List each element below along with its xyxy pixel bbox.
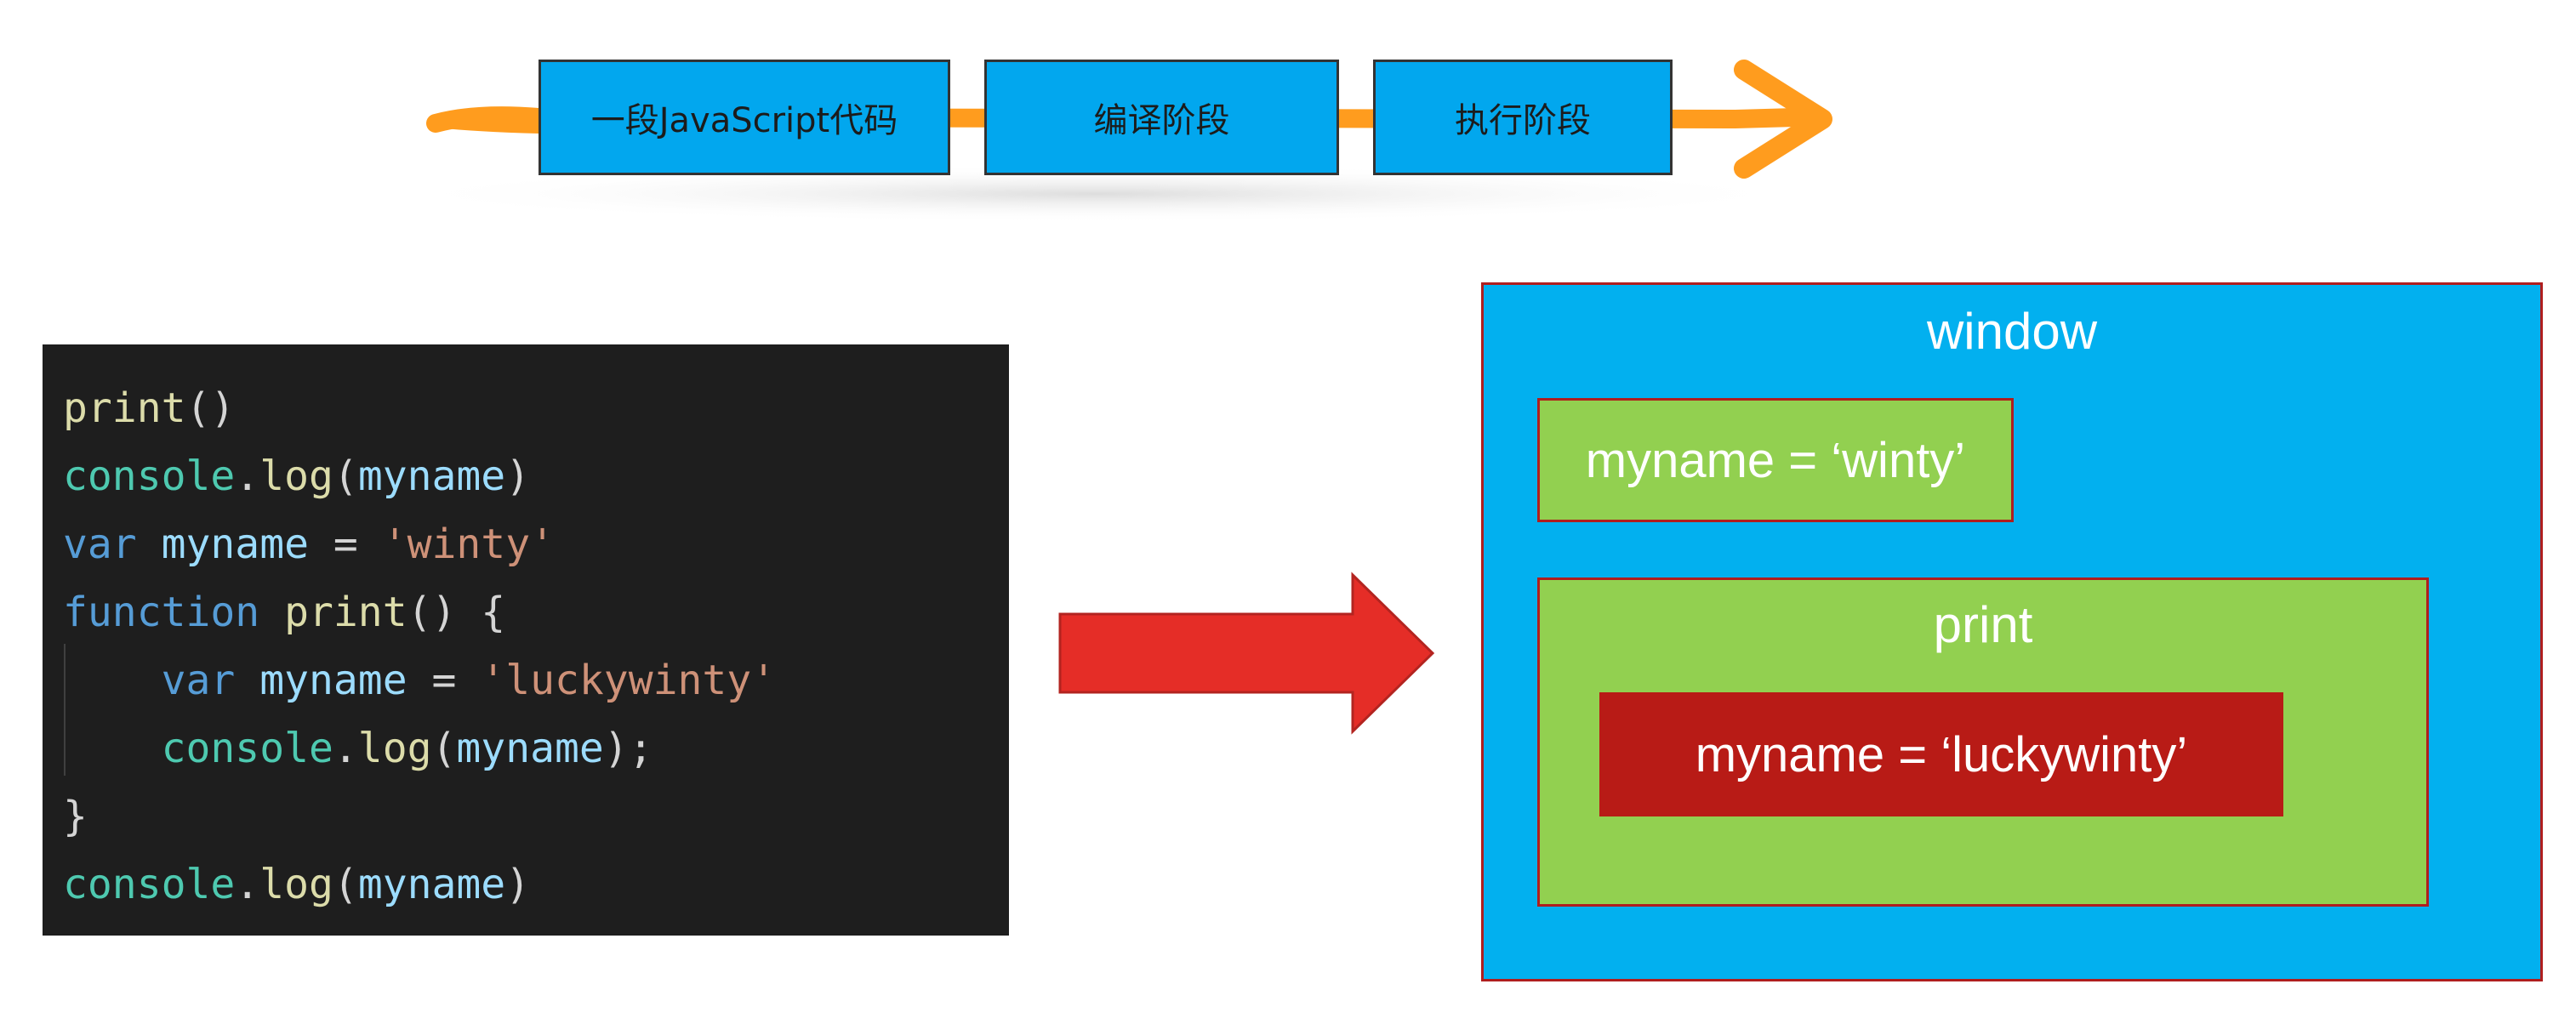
code-line: function print() {	[63, 578, 1009, 646]
code-token: function	[63, 589, 260, 636]
code-line: var myname = 'winty'	[63, 510, 1009, 578]
window-scope: window myname = ‘winty’ print myname = ‘…	[1481, 282, 2543, 981]
code-line: console.log(myname)	[63, 442, 1009, 510]
stage-execute-label: 执行阶段	[1455, 101, 1591, 140]
code-token: myname	[357, 452, 506, 500]
print-variable: myname = ‘luckywinty’	[1599, 692, 2283, 816]
code-token: myname	[357, 861, 506, 908]
code-token: var	[63, 521, 137, 568]
pipeline: 一段JavaScript代码 编译阶段 执行阶段	[0, 0, 2576, 255]
code-line: console.log(myname)	[63, 850, 1009, 919]
code-token: myname	[161, 521, 309, 568]
code-token: print	[284, 589, 407, 636]
code-token	[63, 725, 162, 772]
pipeline-tail	[431, 119, 543, 134]
code-token: )	[505, 861, 531, 908]
code-token: console	[63, 452, 236, 500]
code-token: () {	[407, 589, 506, 636]
window-variable: myname = ‘winty’	[1537, 398, 2014, 522]
code-token: var	[161, 657, 236, 704]
code-line: var myname = 'luckywinty'	[63, 646, 1009, 714]
stage-compile-label: 编译阶段	[1093, 101, 1230, 140]
code-token: log	[357, 725, 432, 772]
code-token: console	[63, 861, 236, 908]
code-token	[63, 657, 162, 704]
code-token: console	[161, 725, 333, 772]
right-arrow-shape	[1058, 572, 1435, 735]
print-variable-text: myname = ‘luckywinty’	[1695, 726, 2188, 782]
print-scope: print myname = ‘luckywinty’	[1537, 577, 2429, 907]
code-token: log	[259, 861, 333, 908]
code-token: (	[431, 725, 457, 772]
right-arrow-icon	[1058, 572, 1435, 735]
code-lines: print()console.log(myname)var myname = '…	[63, 374, 1009, 919]
indent-guide	[64, 644, 66, 776]
stage-compile: 编译阶段	[984, 60, 1339, 175]
pipeline-shadow	[383, 165, 1812, 223]
code-token: =	[309, 521, 383, 568]
code-line: print()	[63, 374, 1009, 442]
print-scope-title: print	[1933, 596, 2033, 653]
code-token: ()	[185, 384, 236, 432]
code-token: log	[259, 452, 333, 500]
stage-source-code-label: 一段JavaScript代码	[590, 101, 898, 140]
code-token	[137, 521, 162, 568]
code-token: (	[333, 861, 358, 908]
code-token: print	[63, 384, 186, 432]
window-scope-title: window	[1926, 303, 2098, 360]
code-token	[259, 589, 284, 636]
code-token: myname	[456, 725, 604, 772]
code-token: =	[407, 657, 482, 704]
code-line: }	[63, 782, 1009, 850]
pipeline-arrowhead	[1734, 60, 1832, 179]
code-line: console.log(myname);	[63, 714, 1009, 782]
code-panel: print()console.log(myname)var myname = '…	[43, 344, 1009, 936]
code-token: .	[235, 861, 260, 908]
window-variable-text: myname = ‘winty’	[1585, 432, 1966, 488]
code-token: .	[235, 452, 260, 500]
code-token: .	[333, 725, 358, 772]
stage-source-code: 一段JavaScript代码	[539, 60, 950, 175]
code-token: (	[333, 452, 358, 500]
code-token: myname	[259, 657, 407, 704]
pipeline-arrow	[383, 60, 1832, 223]
code-token: );	[603, 725, 653, 772]
code-token: 'luckywinty'	[481, 657, 777, 704]
code-token: )	[505, 452, 531, 500]
stage-execute: 执行阶段	[1373, 60, 1673, 175]
code-token: 'winty'	[382, 521, 555, 568]
code-token: }	[63, 793, 88, 840]
code-token	[235, 657, 259, 704]
